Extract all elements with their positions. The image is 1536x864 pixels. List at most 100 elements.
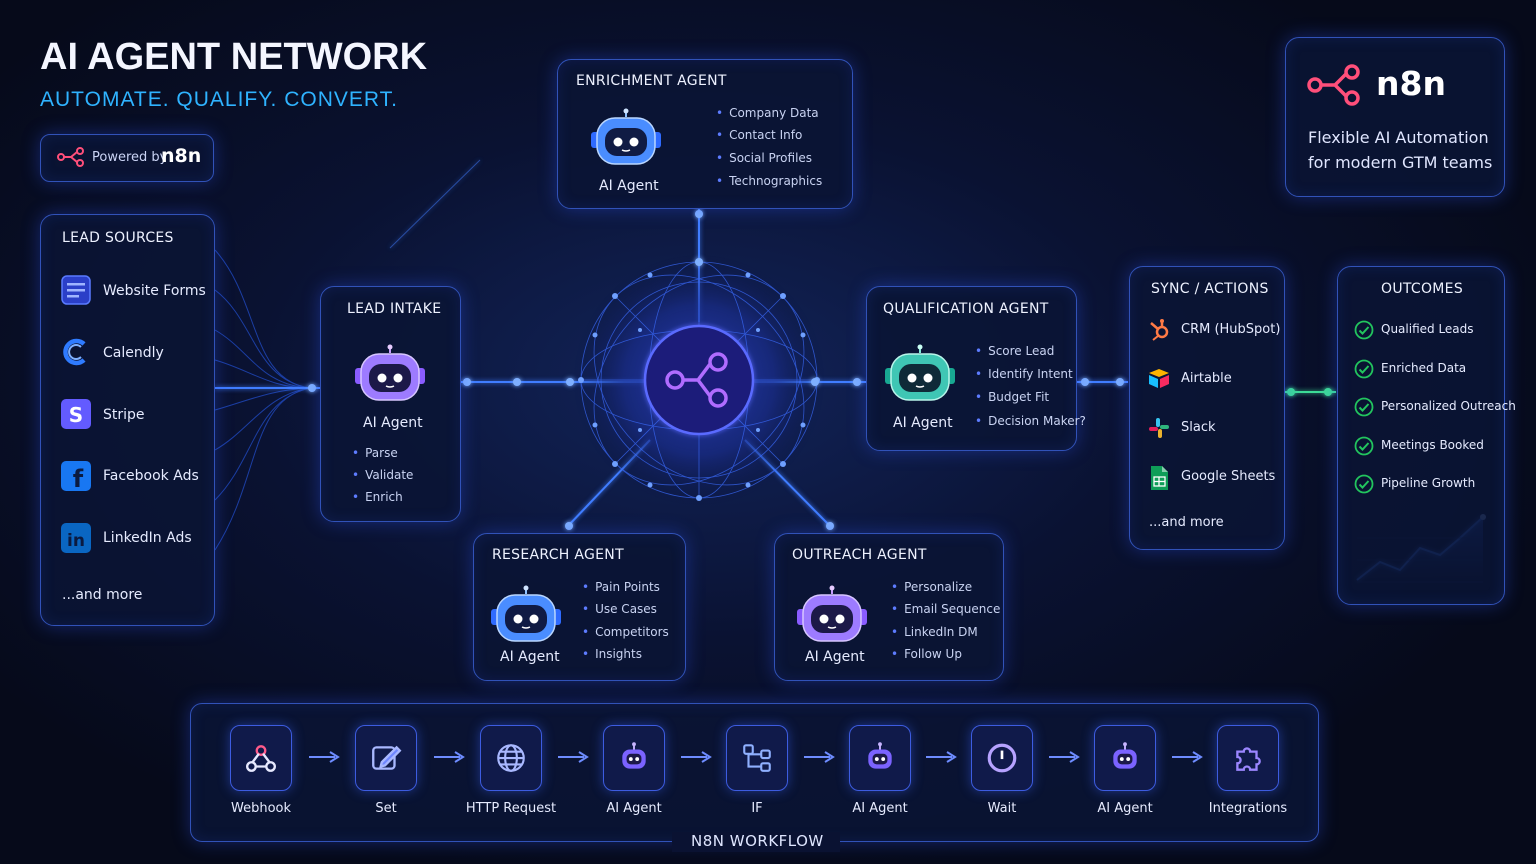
research-item: Use Cases — [582, 602, 657, 616]
sync-crm-hubspot[interactable]: CRM (HubSpot) — [1181, 322, 1281, 337]
lead-sources-more[interactable]: ...and more — [62, 587, 143, 603]
robot-icon — [885, 344, 955, 401]
qualification-item: Identify Intent — [975, 367, 1073, 381]
sync-airtable[interactable]: Airtable — [1181, 371, 1232, 386]
workflow-step-label: Wait — [987, 801, 1017, 816]
robot-icon — [797, 585, 867, 642]
sync-more[interactable]: ...and more — [1149, 515, 1224, 530]
research-item: Competitors — [582, 625, 669, 639]
qualification-item: Score Lead — [975, 344, 1054, 358]
source-stream-lines — [214, 249, 311, 551]
outreach-item: LinkedIn DM — [891, 625, 978, 639]
research-item: Pain Points — [582, 580, 660, 594]
n8n-brand-logo-icon — [1307, 64, 1360, 106]
workflow-step-1[interactable] — [355, 725, 417, 791]
facebook-icon: f — [61, 461, 91, 492]
branch-icon — [743, 744, 771, 772]
svg-text:in: in — [67, 531, 85, 551]
flow-arrow-icon — [1048, 751, 1080, 763]
globe-icon — [497, 744, 525, 772]
outreach-title: OUTREACH AGENT — [792, 547, 927, 563]
webhook-icon — [246, 745, 276, 772]
qualification-title: QUALIFICATION AGENT — [883, 301, 1049, 317]
robot-icon — [355, 344, 425, 401]
outcomes-title: OUTCOMES — [1381, 281, 1464, 297]
workflow-step-7[interactable] — [1094, 725, 1156, 791]
sync-title: SYNC / ACTIONS — [1151, 281, 1269, 297]
svg-text:S: S — [69, 403, 83, 427]
workflow-step-0[interactable] — [230, 725, 292, 791]
brand-logo-text: n8n — [1376, 64, 1446, 103]
workflow-step-3[interactable] — [603, 725, 665, 791]
workflow-step-label: AI Agent — [606, 801, 662, 816]
airtable-icon — [1149, 369, 1169, 388]
outreach-item: Follow Up — [891, 647, 962, 661]
research-item: Insights — [582, 647, 642, 661]
slack-icon — [1149, 418, 1169, 438]
powered-by-badge[interactable] — [40, 134, 214, 182]
workflow-step-label: Integrations — [1208, 801, 1288, 816]
outreach-agent-label: AI Agent — [805, 649, 865, 665]
source-calendly[interactable]: Calendly — [103, 345, 164, 361]
outcome-item: Personalized Outreach — [1381, 399, 1516, 413]
hubspot-icon — [1150, 319, 1169, 341]
outcome-item: Qualified Leads — [1381, 322, 1474, 336]
qualification-item: Budget Fit — [975, 390, 1049, 404]
brand-line-2: for modern GTM teams — [1308, 153, 1493, 172]
enrichment-item: Company Data — [716, 106, 819, 120]
enrichment-agent-label: AI Agent — [599, 178, 659, 194]
stripe-icon: S — [61, 399, 91, 429]
workflow-step-label: Set — [375, 801, 397, 816]
lead-intake-step: Parse — [352, 446, 398, 460]
workflow-step-label: HTTP Request — [465, 801, 557, 816]
workflow-step-2[interactable] — [480, 725, 542, 791]
check-circle-icon — [1354, 474, 1374, 494]
source-linkedin-ads[interactable]: LinkedIn Ads — [103, 530, 192, 546]
source-website-forms[interactable]: Website Forms — [103, 283, 206, 299]
flow-arrow-icon — [926, 751, 957, 763]
outreach-item: Email Sequence — [891, 602, 1000, 616]
workflow-step-8[interactable] — [1217, 725, 1279, 791]
lead-sources-title: LEAD SOURCES — [62, 230, 174, 246]
sync-slack[interactable]: Slack — [1181, 420, 1216, 435]
workflow-step-4[interactable] — [726, 725, 788, 791]
clock-icon — [987, 743, 1017, 773]
robot-icon — [1113, 742, 1137, 769]
lead-intake-step: Enrich — [352, 490, 403, 504]
workflow-step-label: Webhook — [230, 801, 292, 816]
flow-arrow-icon — [803, 751, 835, 763]
source-facebook-ads[interactable]: Facebook Ads — [103, 468, 199, 484]
workflow-step-5[interactable] — [849, 725, 911, 791]
source-stripe[interactable]: Stripe — [103, 407, 145, 423]
hub-n8n-icon — [665, 352, 728, 408]
sync-google-sheets[interactable]: Google Sheets — [1181, 469, 1276, 484]
outcome-item: Pipeline Growth — [1381, 476, 1476, 490]
workflow-step-6[interactable] — [971, 725, 1033, 791]
linkedin-icon: in — [61, 523, 91, 553]
enrichment-item: Technographics — [716, 174, 822, 188]
svg-text:f: f — [73, 465, 84, 492]
robot-icon — [491, 585, 561, 642]
brand-line-1: Flexible AI Automation — [1308, 128, 1489, 147]
check-circle-icon — [1354, 320, 1374, 340]
workflow-step-label: IF — [751, 801, 763, 816]
outcomes-panel — [1337, 266, 1505, 605]
research-title: RESEARCH AGENT — [492, 547, 624, 563]
flow-arrow-icon — [557, 751, 589, 763]
google-sheets-icon — [1151, 466, 1168, 490]
form-icon — [61, 275, 91, 305]
outcome-item: Meetings Booked — [1381, 438, 1484, 452]
powered-by-label: Powered by — [92, 150, 168, 165]
page-title: AI AGENT NETWORK — [40, 36, 428, 78]
robot-icon — [591, 108, 661, 165]
outreach-item: Personalize — [891, 580, 972, 594]
pencil-icon — [372, 745, 402, 770]
workflow-step-label: AI Agent — [1097, 801, 1153, 816]
sync-actions-panel — [1129, 266, 1285, 550]
research-agent-label: AI Agent — [500, 649, 560, 665]
flow-arrow-icon — [680, 751, 712, 763]
flow-arrow-icon — [1171, 751, 1203, 763]
lead-intake-panel[interactable] — [320, 286, 461, 522]
workflow-step-label: AI Agent — [852, 801, 908, 816]
robot-icon — [622, 742, 646, 769]
